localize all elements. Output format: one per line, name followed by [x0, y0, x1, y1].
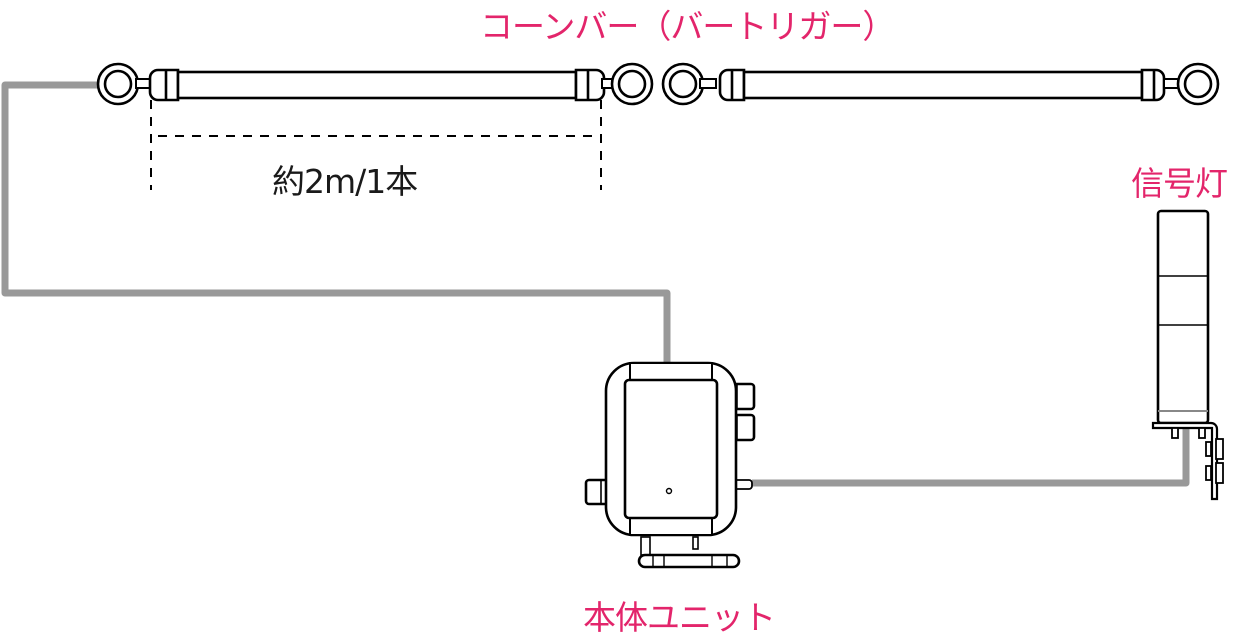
- led-indicator-icon: [665, 487, 673, 495]
- cone-bar-1: [96, 62, 654, 106]
- cone-bar-label: コーンバー（バートリガー）: [480, 7, 895, 46]
- cable-cone-bar-to-unit: [1, 81, 671, 364]
- antenna-icon: [637, 553, 741, 569]
- cone-bar-2: [661, 62, 1220, 106]
- dimension-lines: [150, 100, 602, 190]
- cable-unit-to-signal-light: [752, 428, 1190, 487]
- main-unit-label: 本体ユニット: [583, 598, 776, 637]
- main-unit: [584, 361, 756, 569]
- signal-light: [1151, 209, 1224, 501]
- length-dimension-label: 約2m/1本: [272, 162, 418, 201]
- signal-light-label: 信号灯: [1131, 164, 1228, 203]
